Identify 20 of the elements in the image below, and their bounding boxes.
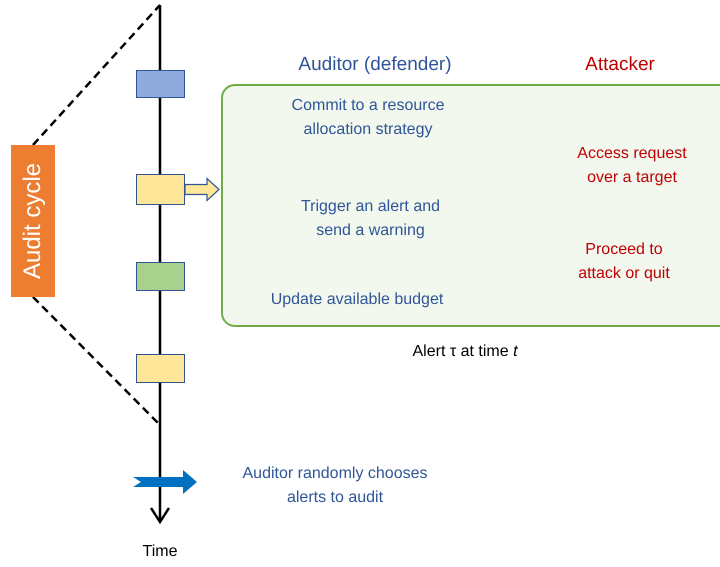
block-arrow — [133, 470, 197, 494]
caption-text: Auditor randomly chooses alerts to audit — [242, 464, 428, 508]
step-panel — [221, 84, 720, 327]
event-box — [136, 70, 185, 98]
step-text: Trigger an alert and send a warning — [283, 195, 458, 243]
audit-cycle-tag: Audit cycle — [11, 145, 55, 297]
step-text: Commit to a resource allocation strategy — [268, 94, 468, 142]
event-box — [136, 354, 185, 383]
step-text: Proceed to attack or quit — [564, 238, 684, 286]
step-text: Update available budget — [242, 288, 472, 312]
event-box — [136, 174, 185, 205]
column-heading: Auditor (defender) — [297, 54, 453, 76]
hollow-arrow — [184, 177, 220, 202]
step-text: Access request over a target — [562, 142, 702, 190]
dashed-line — [32, 296, 161, 426]
dashed-line — [32, 4, 161, 146]
column-heading: Attacker — [584, 54, 656, 76]
axis-caption: Alert τ at time t — [411, 343, 520, 361]
event-box — [136, 262, 185, 291]
axis-label: Time — [142, 543, 178, 561]
